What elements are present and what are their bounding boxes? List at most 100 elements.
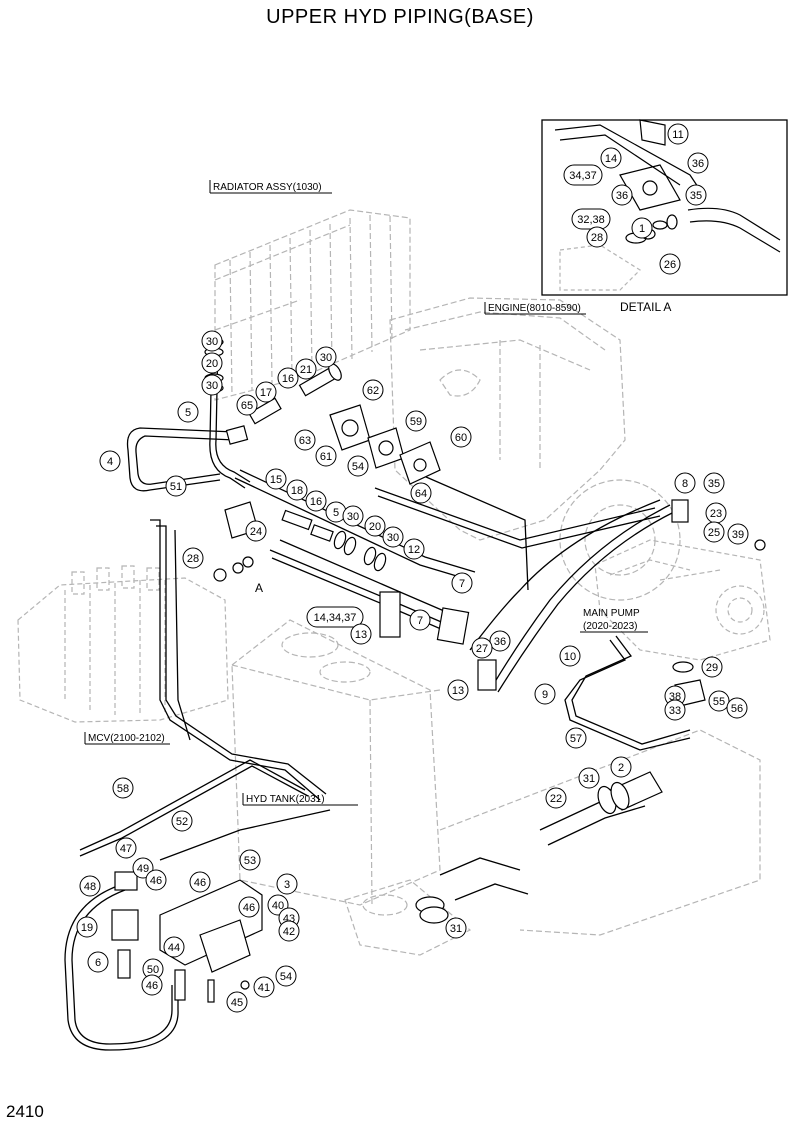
callout-number: 54 xyxy=(280,971,292,983)
view-a-marker: A xyxy=(255,581,263,595)
callout-number: 19 xyxy=(81,922,93,934)
callout-bubble xyxy=(189,871,211,893)
callout-number: 47 xyxy=(120,843,132,855)
callout-number: 20 xyxy=(369,521,381,533)
callout-bubble xyxy=(305,490,327,512)
callout-number: 5 xyxy=(185,407,191,419)
callout-46: 46 xyxy=(145,869,167,891)
callout-bubble xyxy=(342,505,364,527)
hyd-tank-label: HYD TANK(2031) xyxy=(246,794,325,805)
callout-number: 11 xyxy=(672,129,683,141)
callout-62: 62 xyxy=(362,379,384,401)
callout-18: 18 xyxy=(286,479,308,501)
callout-number: 30 xyxy=(320,352,332,364)
callout-13: 13 xyxy=(447,679,469,701)
callout-bubble xyxy=(447,679,469,701)
callout-number: 32,38 xyxy=(577,214,605,226)
callout-number: 5 xyxy=(333,507,339,519)
callout-bubble xyxy=(674,472,696,494)
callout-bubble xyxy=(239,849,261,871)
callout-bubble xyxy=(659,253,681,275)
callout-bubble xyxy=(685,184,707,206)
callout-36: 36 xyxy=(611,184,633,206)
callout-30: 30 xyxy=(201,330,223,352)
mcv-outline xyxy=(17,565,229,723)
callout-bubble xyxy=(115,837,137,859)
callout-bubble xyxy=(145,869,167,891)
callout-28: 28 xyxy=(586,226,608,248)
callout-number: 13 xyxy=(452,685,464,697)
callout-bubble xyxy=(99,450,121,472)
callout-19: 19 xyxy=(76,916,98,938)
callout-27: 27 xyxy=(471,637,493,659)
callout-number: 44 xyxy=(168,942,180,954)
callout-number: 3 xyxy=(284,879,290,891)
callout-28: 28 xyxy=(182,547,204,569)
callout-bubble xyxy=(578,767,600,789)
callout-25: 25 xyxy=(703,521,725,543)
callout-5: 5 xyxy=(177,401,199,423)
callout-bubble xyxy=(177,401,199,423)
callout-number: 12 xyxy=(408,544,420,556)
callout-number: 36 xyxy=(494,636,506,648)
callout-number: 56 xyxy=(731,703,743,715)
callout-23: 23 xyxy=(705,502,727,524)
callout-bubble xyxy=(265,468,287,490)
callout-1: 1 xyxy=(631,217,653,239)
callout-20: 20 xyxy=(201,352,223,374)
callout-number: 30 xyxy=(206,380,218,392)
callout-number: 35 xyxy=(690,190,702,202)
callout-bubble xyxy=(545,787,567,809)
callout-54: 54 xyxy=(275,965,297,987)
callout-39: 39 xyxy=(727,523,749,545)
callout-59: 59 xyxy=(405,410,427,432)
callout-number: 10 xyxy=(564,651,576,663)
callout-bubble xyxy=(559,645,581,667)
callout-49: 49 xyxy=(132,857,154,879)
callout-number: 13 xyxy=(355,629,367,641)
callout-14-34-37: 14,34,37 xyxy=(306,606,364,628)
callout-number: 4 xyxy=(107,456,113,468)
callout-bubble xyxy=(631,217,653,239)
callout-bubble xyxy=(403,538,425,560)
callout-number: 40 xyxy=(272,900,284,912)
engine-outline xyxy=(389,297,681,601)
callout-number: 36 xyxy=(616,190,628,202)
callout-51: 51 xyxy=(165,475,187,497)
callout-bubble xyxy=(703,472,725,494)
callout-number: 54 xyxy=(352,461,364,473)
callout-bubble xyxy=(286,479,308,501)
callout-bubble xyxy=(701,656,723,678)
callout-bubble xyxy=(226,991,248,1013)
callout-number: 33 xyxy=(669,705,681,717)
callout-bubble xyxy=(163,936,185,958)
callout-bubble xyxy=(201,330,223,352)
callout-number: 52 xyxy=(176,816,188,828)
callout-bubble xyxy=(315,445,337,467)
callout-bubble xyxy=(165,475,187,497)
callout-63: 63 xyxy=(294,429,316,451)
callout-34-37: 34,37 xyxy=(563,164,603,186)
callout-number: 60 xyxy=(455,432,467,444)
callout-bubble xyxy=(451,572,473,594)
callout-30: 30 xyxy=(382,526,404,548)
callout-55: 55 xyxy=(708,690,730,712)
page-title: UPPER HYD PIPING(BASE) xyxy=(266,6,534,28)
callout-7: 7 xyxy=(409,609,431,631)
callout-bubble xyxy=(315,346,337,368)
callout-number: 57 xyxy=(570,733,582,745)
callout-number: 30 xyxy=(206,336,218,348)
callout-3: 3 xyxy=(276,873,298,895)
engine-label: ENGINE(8010-8590) xyxy=(488,303,581,314)
callout-26: 26 xyxy=(659,253,681,275)
callout-53: 53 xyxy=(239,849,261,871)
callout-number: 22 xyxy=(550,793,562,805)
callout-65: 65 xyxy=(236,394,258,416)
callout-4: 4 xyxy=(99,450,121,472)
callout-number: 9 xyxy=(542,689,548,701)
callout-number: 28 xyxy=(187,553,199,565)
callout-2: 2 xyxy=(610,756,632,778)
callout-number: 58 xyxy=(117,783,129,795)
callout-bubble xyxy=(277,367,299,389)
